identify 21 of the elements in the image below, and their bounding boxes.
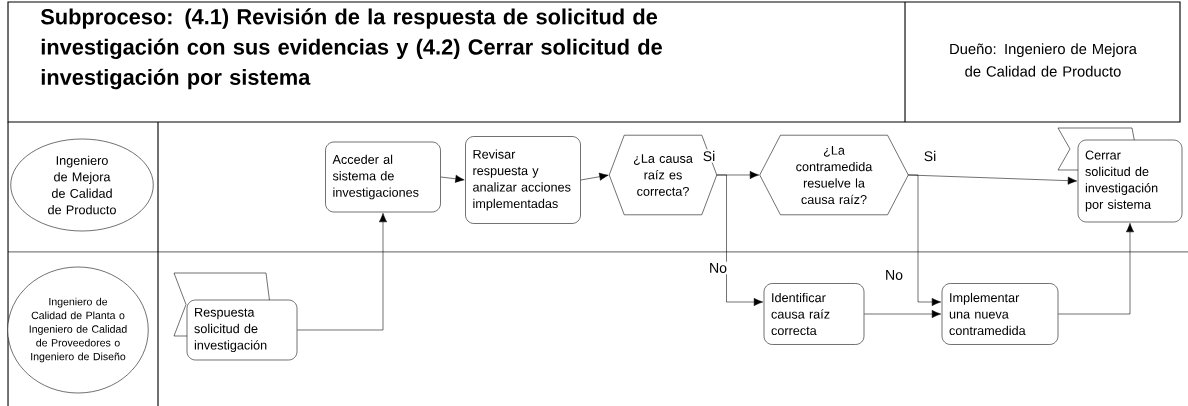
title: Subproceso: (4.1) Revisión de la respuesta de solicitud de investigación con sus evidencias y (4.2) Cerrar solicitud de investigación por sistema (40, 8, 662, 90)
arrow (864, 310, 941, 318)
arrow (716, 174, 763, 306)
node-label: Cerrar solicitud de investigación por sistema (1085, 150, 1158, 212)
arrow (908, 174, 941, 306)
process-box: Acceder al sistema de investigaciones (325, 141, 441, 213)
arrow (297, 213, 387, 331)
process-box: Implementar una nueva contramedida (941, 283, 1059, 345)
edge-label: Si (703, 150, 715, 162)
decision-hexagon: ¿La contramedida resuelve la causa raíz? (759, 134, 909, 216)
process-box: Cerrar solicitud de investigación por sistema (1057, 127, 1183, 223)
arrow (580, 172, 609, 181)
arrow (440, 174, 465, 183)
edge-label: Si (924, 150, 936, 162)
process-box: Respuesta solicitud de investigación (173, 272, 298, 361)
process-box: Revisar respuesta y analizar acciones implementadas (465, 136, 581, 224)
process-box: Identificar causa raíz correcta (763, 283, 865, 345)
edge-label: No (710, 263, 727, 273)
edge-label: No (886, 270, 903, 280)
arrow (1058, 223, 1134, 315)
owner-label: Dueño: Ingeniero de Mejora de Calidad de Producto (950, 43, 1137, 77)
